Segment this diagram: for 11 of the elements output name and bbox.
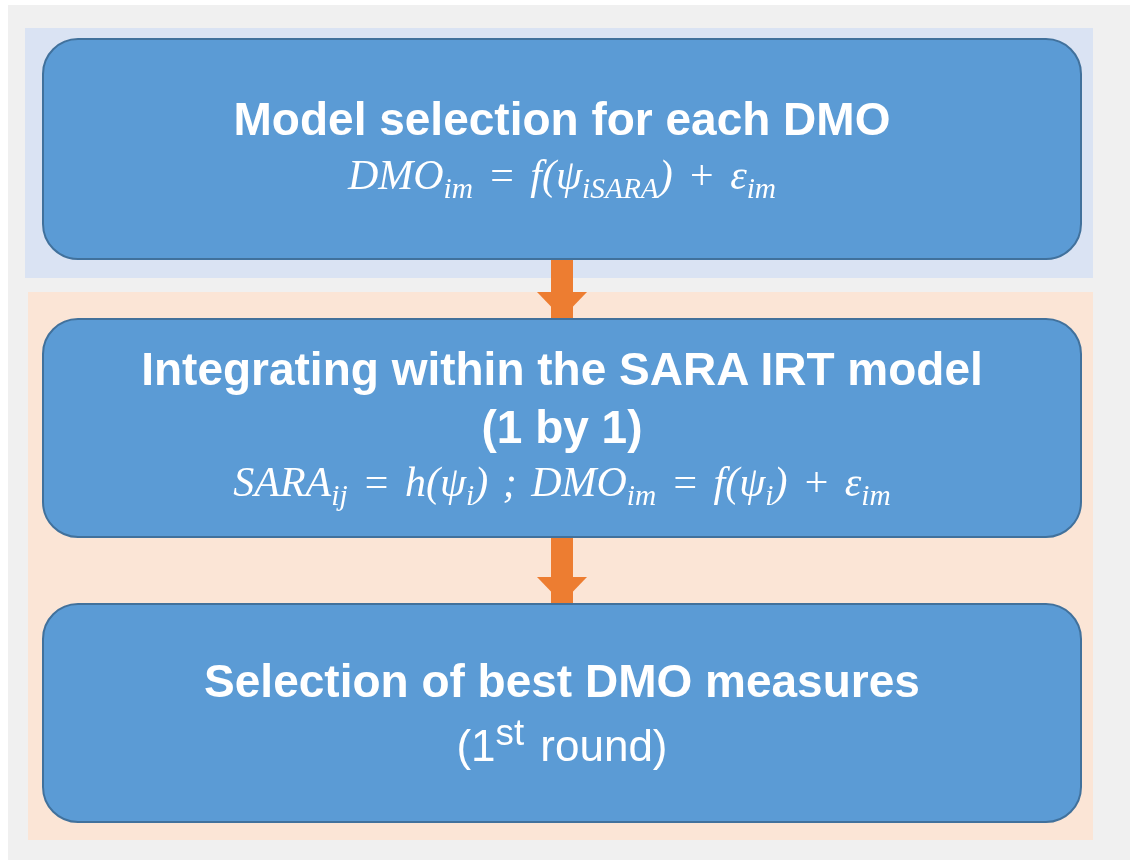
formula: SARA$_{ij}$ = h(ψ$_{i}$) ; DMO$_{im}$ = f(ψ$_{i}$) + ε$_{im}$	[233, 458, 891, 514]
box-title: Model selection for each DMO	[233, 92, 891, 148]
process-box	[42, 318, 1082, 538]
arrow	[537, 538, 587, 603]
group-panel	[28, 292, 1093, 840]
formula: DMO$_{im}$ = f(ψ$_{i}$$_{SARA}$) + ε$_{im}$	[347, 150, 777, 207]
arrow	[537, 260, 587, 318]
box-title: Selection of best DMO measures	[204, 653, 920, 709]
box-title: Integrating within the SARA IRT model (1 by 1)	[140, 342, 984, 455]
process-box	[42, 603, 1082, 823]
box-subtitle: (1$^{st}$ round)	[456, 711, 668, 773]
